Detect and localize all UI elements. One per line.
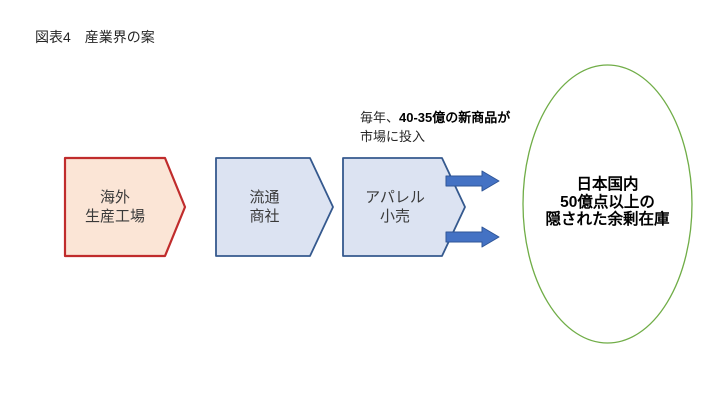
annotation-lead: 毎年、 [360,110,400,125]
factory-label-line1: 海外 [99,189,130,206]
distributor-label-line1: 流通 [249,189,280,206]
flow-arrow-bottom-icon [445,226,500,248]
figure-title: 図表4 産業界の案 [35,29,155,45]
annotation-line2: 市場に投入 [360,129,426,144]
flow-arrow-top-icon [445,170,500,192]
factory-label-line2: 生産工場 [84,208,145,225]
annotation-bold: 40-35億の新商品が [399,110,511,125]
inventory-label-line1: 日本国内 [576,176,639,193]
retail-label: アパレル 小売 [343,188,447,226]
factory-pentagon-shape [63,156,187,258]
distributor-pentagon-shape [215,157,334,257]
retail-label-line2: 小売 [379,208,410,225]
inventory-label-line3: 隠された余剰在庫 [545,211,670,228]
new-products-annotation: 毎年、40-35億の新商品が 市場に投入 [360,108,570,146]
factory-label: 海外 生産工場 [65,188,165,226]
retail-label-line1: アパレル [365,189,425,206]
distributor-label: 流通 商社 [216,188,313,226]
inventory-label-line2: 50億点以上の [560,193,655,211]
inventory-ellipse-shape [522,64,693,344]
distributor-label-line2: 商社 [249,208,280,225]
inventory-label: 日本国内 50億点以上の 隠された余剰在庫 [515,176,700,229]
